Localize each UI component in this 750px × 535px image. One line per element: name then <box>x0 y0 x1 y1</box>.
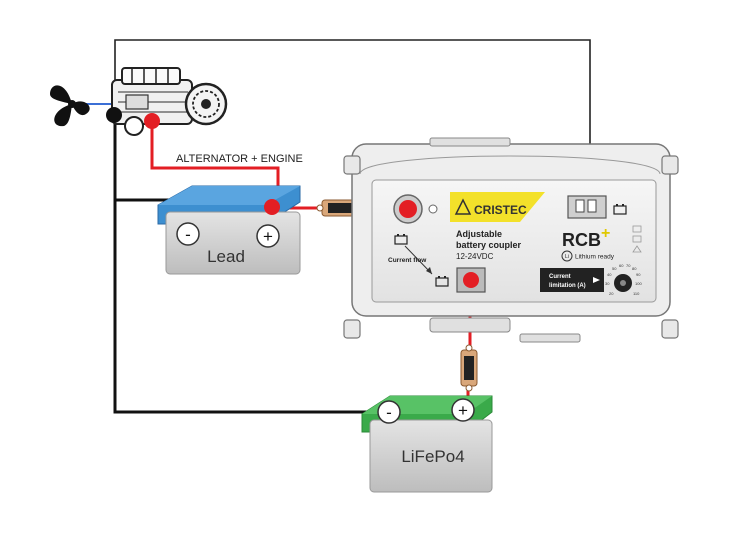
svg-text:30: 30 <box>605 281 610 286</box>
lifepo4-battery: - + LiFePo4 <box>361 395 493 493</box>
lifepo4-battery-label: LiFePo4 <box>401 447 464 466</box>
battery-icon-bottom <box>435 276 449 287</box>
current-flow-arrow <box>404 245 433 275</box>
fuse-icon-bottom <box>460 344 478 392</box>
svg-text:90: 90 <box>636 272 641 277</box>
current-limitation-line2: limitation (A) <box>549 283 586 289</box>
lead-battery-label: Lead <box>207 247 245 266</box>
svg-text:110: 110 <box>633 291 640 296</box>
engine-negative-terminal <box>106 107 122 123</box>
lead-positive-symbol <box>256 224 280 248</box>
lithium-badge-icon <box>561 250 573 262</box>
svg-text:100: 100 <box>635 281 642 286</box>
model-suffix: + <box>601 225 610 242</box>
device-voltage: 12-24VDC <box>456 252 494 261</box>
cristec-logo-icon <box>454 198 472 215</box>
svg-text:60: 60 <box>619 263 624 268</box>
lifepo4-negative-symbol <box>377 400 401 424</box>
svg-text:-: - <box>386 403 392 422</box>
lead-positive-terminal <box>264 199 280 215</box>
propeller-icon <box>50 85 90 127</box>
brand-band <box>450 192 545 222</box>
lead-battery: - + Lead <box>157 185 301 275</box>
svg-text:20: 20 <box>609 291 614 296</box>
svg-text:50: 50 <box>612 266 617 271</box>
svg-text:+: + <box>263 227 273 246</box>
svg-text:+: + <box>458 401 468 420</box>
current-flow-label: Current flow <box>388 257 427 264</box>
battery-coupler-device: CRISTEC Adjustable battery coupler 12-24… <box>343 137 679 343</box>
lifepo4-positive-symbol <box>451 398 475 422</box>
alternator-wire <box>150 125 280 196</box>
svg-text:Li: Li <box>565 254 569 260</box>
model-name: RCB <box>562 230 601 250</box>
battery-icon-right <box>613 204 627 215</box>
alternator-label: ALTERNATOR + ENGINE <box>176 153 303 165</box>
svg-text:80: 80 <box>632 266 637 271</box>
current-limitation-dial: 20 30 40 50 60 70 80 90 100 110 <box>605 263 642 296</box>
signal-wire <box>114 39 591 208</box>
current-limitation-line1: Current <box>549 274 571 280</box>
device-title-line2: battery coupler <box>456 240 522 250</box>
lead-negative-symbol <box>176 222 200 246</box>
alternator-positive-terminal <box>144 113 160 129</box>
signal-connector <box>567 195 607 219</box>
indicator-led <box>428 204 438 214</box>
svg-text:40: 40 <box>607 272 612 277</box>
svg-text:70: 70 <box>626 263 631 268</box>
lithium-ready-label: Lithium ready <box>575 254 615 261</box>
ground-wire-main <box>113 115 387 414</box>
engine-icon <box>111 67 228 136</box>
certification-icons <box>632 225 642 253</box>
device-title-line1: Adjustable <box>456 229 502 239</box>
battery-icon-top <box>394 234 408 245</box>
svg-text:-: - <box>185 225 191 244</box>
brand-name: CRISTEC <box>474 203 527 217</box>
